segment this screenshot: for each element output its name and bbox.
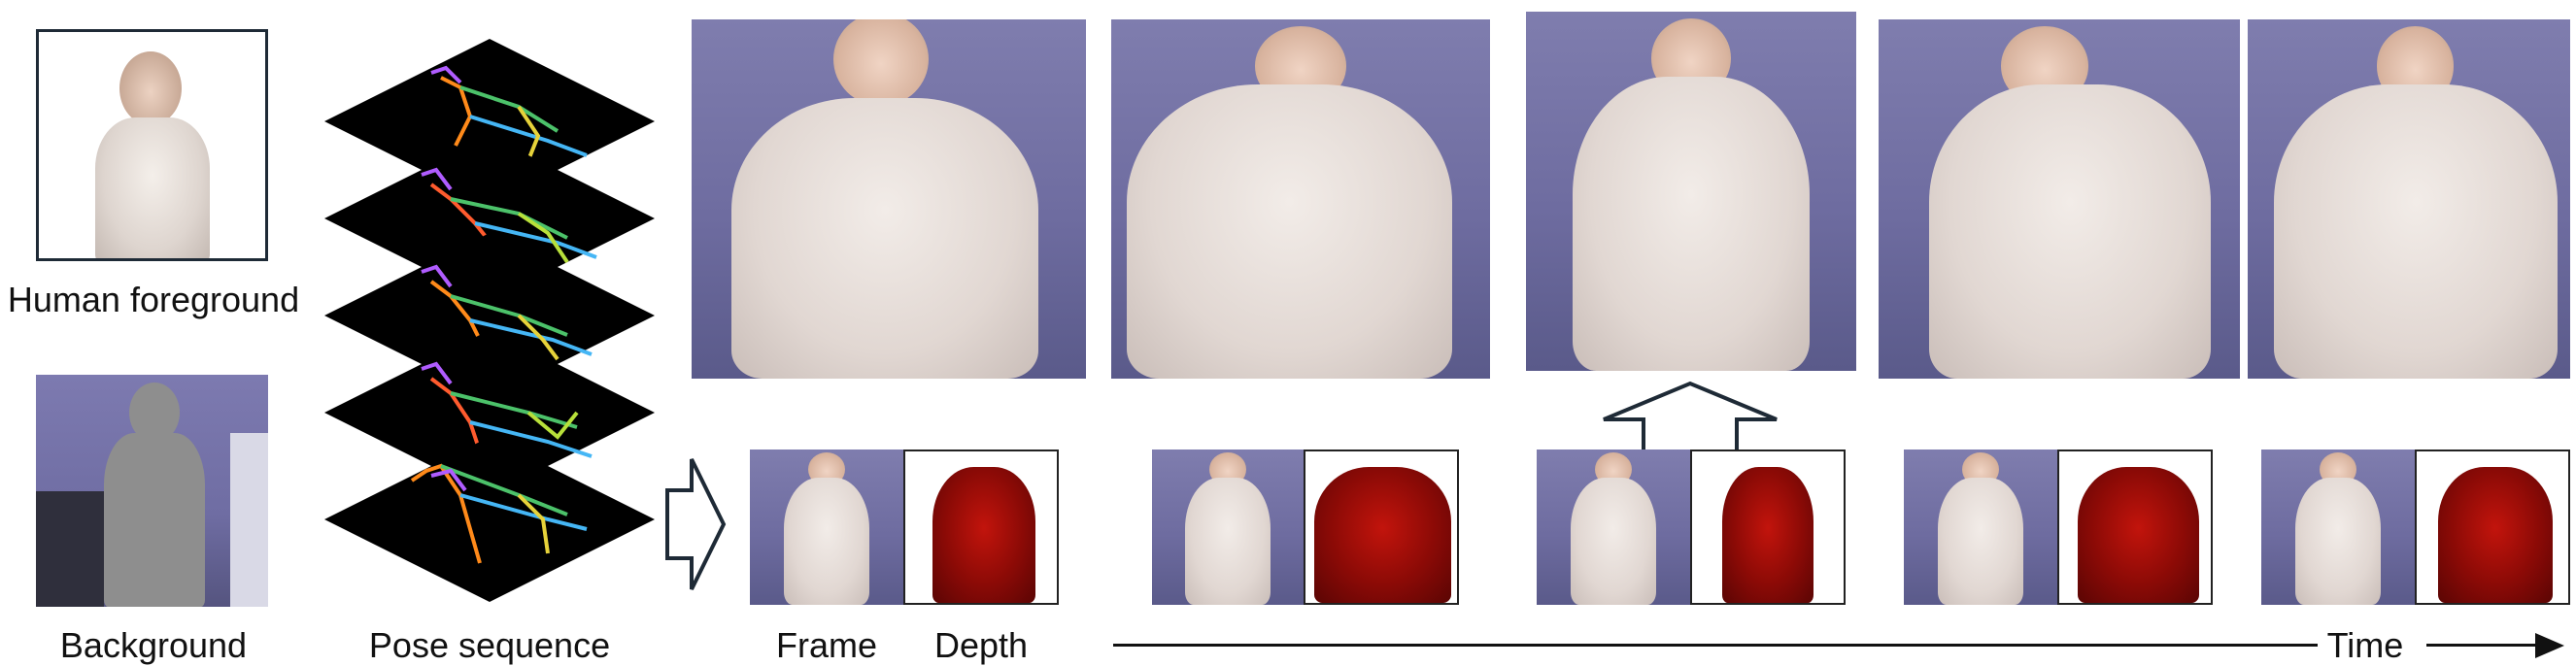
background-white-door bbox=[230, 433, 268, 607]
human-foreground-box bbox=[36, 29, 268, 261]
time-arrowhead-icon bbox=[2535, 633, 2564, 658]
time-axis-line bbox=[1113, 644, 2318, 647]
pair-4-depth bbox=[2057, 450, 2213, 605]
pose-layer-3 bbox=[324, 233, 655, 398]
pair-1-frame bbox=[750, 450, 903, 605]
pose-layer-5 bbox=[324, 437, 655, 602]
output-frame-2 bbox=[1111, 19, 1490, 379]
pair-2-depth bbox=[1304, 450, 1459, 605]
pair-4-frame bbox=[1904, 450, 2057, 605]
background-dark-furniture bbox=[36, 491, 104, 607]
pair-2-frame bbox=[1152, 450, 1304, 605]
pose-sequence-stack bbox=[324, 39, 655, 602]
pose-sequence-label: Pose sequence bbox=[368, 625, 611, 665]
pair-3-frame bbox=[1537, 450, 1690, 605]
pair-3-depth bbox=[1690, 450, 1846, 605]
background-image bbox=[36, 375, 268, 607]
output-frame-1 bbox=[692, 19, 1086, 379]
output-frame-4 bbox=[1879, 19, 2240, 379]
pair-1-depth bbox=[903, 450, 1059, 605]
frame-label: Frame bbox=[775, 625, 877, 665]
pose-layer-2 bbox=[324, 136, 655, 301]
pair-5-frame bbox=[2261, 450, 2415, 605]
human-foreground-body bbox=[95, 117, 210, 258]
up-arrow-icon bbox=[1603, 381, 1778, 457]
background-label: Background bbox=[59, 625, 248, 665]
time-axis-line-end bbox=[2426, 644, 2543, 647]
human-foreground-label: Human foreground bbox=[7, 280, 300, 319]
background-silhouette-head bbox=[129, 383, 180, 443]
human-foreground-head bbox=[119, 51, 182, 125]
depth-label: Depth bbox=[933, 625, 1029, 665]
pair-5-depth bbox=[2415, 450, 2570, 605]
output-frame-5 bbox=[2248, 19, 2570, 379]
pose-layer-1 bbox=[324, 39, 655, 204]
time-label: Time bbox=[2326, 625, 2404, 665]
right-arrow-icon bbox=[665, 458, 727, 590]
output-frame-3 bbox=[1526, 12, 1856, 371]
background-silhouette-body bbox=[104, 433, 205, 607]
pose-layer-4 bbox=[324, 330, 655, 495]
